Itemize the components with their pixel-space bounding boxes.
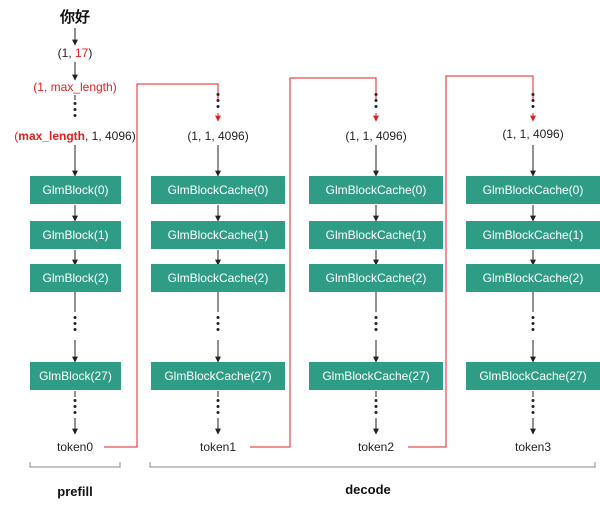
decode3-block-0: GlmBlockCache(0) [466, 176, 600, 204]
ellipsis-dots [531, 93, 535, 111]
section-label-decode: decode [345, 482, 391, 497]
shape-padded-ids: (1, max_length) [33, 80, 117, 94]
decode1-block-0: GlmBlockCache(0) [151, 176, 285, 204]
section-label-prefill: prefill [57, 484, 93, 499]
decode2-block-1: GlmBlockCache(1) [309, 221, 443, 249]
prefill-block-27: GlmBlock(27) [30, 362, 121, 390]
ellipsis-dots [531, 316, 535, 334]
shape-hidden-states-decode-1: (1, 1, 4096) [187, 129, 249, 143]
token-label: token3 [514, 440, 552, 454]
ellipsis-dots [216, 399, 220, 417]
input-text: 你好 [59, 9, 91, 26]
token-feedback-lines [104, 75, 534, 448]
ellipsis-dots [374, 316, 378, 334]
decode3-block-27: GlmBlockCache(27) [466, 362, 600, 390]
shape-hidden-states-prefill: (max_length, 1, 4096) [14, 129, 136, 143]
token-label: token1 [199, 440, 237, 454]
token-label: token2 [357, 440, 395, 454]
ellipsis-dots [374, 93, 378, 111]
decode2-block-0: GlmBlockCache(0) [309, 176, 443, 204]
section-brackets [29, 462, 596, 468]
ellipsis-dots [73, 399, 77, 417]
ellipsis-dots [531, 399, 535, 417]
decode1-block-1: GlmBlockCache(1) [151, 221, 285, 249]
ellipsis-dots [73, 102, 77, 120]
prefill-block-0: GlmBlock(0) [30, 176, 121, 204]
decode3-block-2: GlmBlockCache(2) [466, 264, 600, 292]
token-feedback-arrows [215, 113, 536, 122]
decode3-block-1: GlmBlockCache(1) [466, 221, 600, 249]
prefill-block-2: GlmBlock(2) [30, 264, 121, 292]
ellipsis-dots [374, 399, 378, 417]
decode1-block-27: GlmBlockCache(27) [151, 362, 285, 390]
decode2-block-27: GlmBlockCache(27) [309, 362, 443, 390]
ellipsis-dots [73, 316, 77, 334]
decode1-block-2: GlmBlockCache(2) [151, 264, 285, 292]
prefill-block-1: GlmBlock(1) [30, 221, 121, 249]
token-label: token0 [56, 440, 94, 454]
decode2-block-2: GlmBlockCache(2) [309, 264, 443, 292]
column-arrows [72, 145, 536, 435]
shape-input-ids: (1, 17) [57, 46, 93, 60]
ellipsis-dots [216, 93, 220, 111]
ellipsis-dots [216, 316, 220, 334]
shape-hidden-states-decode-2: (1, 1, 4096) [345, 129, 407, 143]
shape-hidden-states-decode-3: (1, 1, 4096) [502, 127, 564, 141]
